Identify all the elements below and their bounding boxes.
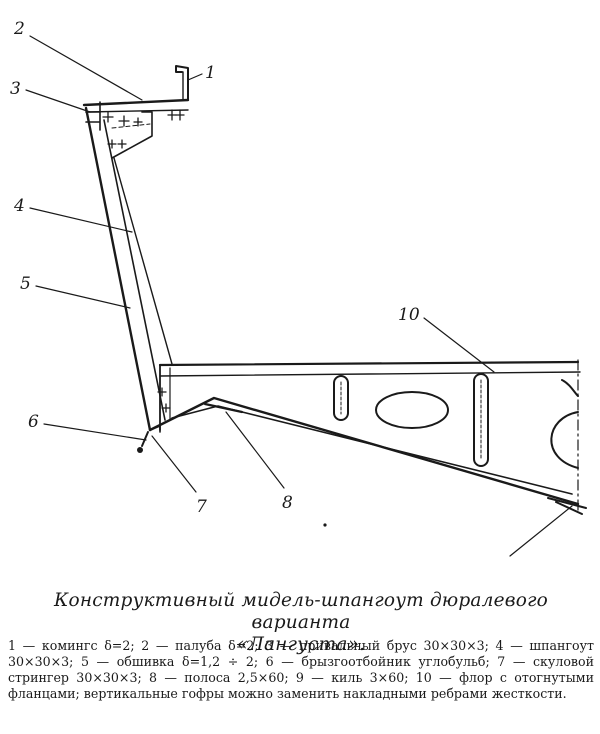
cutout-small <box>561 379 579 397</box>
callout-5: 5 <box>20 274 31 294</box>
leader-2 <box>29 35 143 101</box>
leader-6 <box>43 423 147 441</box>
coaming <box>175 65 189 101</box>
floor-top-flange <box>159 371 581 377</box>
leader-10 <box>423 317 495 373</box>
caption-title-line-1: Конструктивный мидель-шпангоут дюралевог… <box>54 590 548 633</box>
caption-title-line-2: «Лангуста». <box>236 634 366 655</box>
leader-7 <box>151 435 197 493</box>
callout-4: 4 <box>13 196 25 216</box>
deck-inner <box>85 109 189 113</box>
leader-8 <box>225 411 285 489</box>
midship-frame-drawing: 1 2 3 4 5 6 7 8 10 <box>10 19 587 557</box>
frame-web <box>113 157 173 365</box>
corrugation-1 <box>333 375 349 421</box>
frame-outer <box>84 106 152 432</box>
figure-legend: 1 — комингс δ=2; 2 — палуба δ=2; 3 — при… <box>8 638 594 701</box>
callout-10: 10 <box>398 305 420 325</box>
frame-inner <box>103 119 166 421</box>
callout-1: 1 <box>205 63 216 83</box>
callout-8: 8 <box>282 493 293 513</box>
strip-8 <box>203 402 244 414</box>
cutout-keel <box>550 411 579 469</box>
corrugation-2 <box>473 373 489 467</box>
callout-7: 7 <box>196 497 207 517</box>
spray-rail <box>141 431 149 447</box>
callout-2: 2 <box>13 19 25 39</box>
floor-top <box>158 360 580 367</box>
bottom-skin <box>148 396 580 506</box>
leader-5 <box>35 285 131 309</box>
figure-caption-title: Конструктивный мидель-шпангоут дюралевог… <box>8 590 594 656</box>
deck-bracket <box>111 111 153 159</box>
callout-3: 3 <box>10 79 21 99</box>
leader-1 <box>187 73 203 81</box>
leader-9 <box>509 505 573 557</box>
deck <box>82 98 190 107</box>
lightening-hole <box>375 391 449 429</box>
leader-3 <box>25 89 91 113</box>
leader-4 <box>29 207 133 233</box>
deck-plate-edge <box>111 123 151 129</box>
callout-6: 6 <box>28 412 39 432</box>
spray-rail-bulb <box>137 447 143 453</box>
